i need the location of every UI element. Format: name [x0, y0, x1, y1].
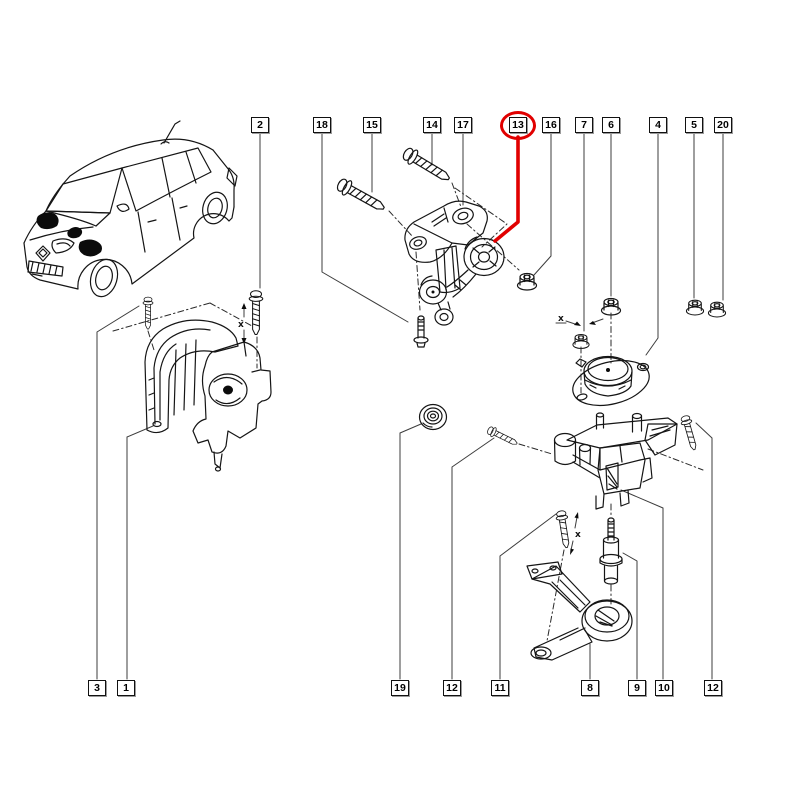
grommet-19-drawing — [418, 403, 448, 431]
engine-mount-locations — [36, 212, 102, 257]
leader-lines — [96, 133, 724, 680]
callout-5[interactable]: 5 — [685, 117, 703, 133]
nut-7-drawing — [572, 333, 590, 350]
bracket-10-drawing — [553, 412, 678, 510]
stud-18-drawing — [413, 315, 429, 348]
nut-5-drawing — [685, 299, 705, 316]
bracket-17-drawing — [404, 200, 488, 294]
dimension-x-lower: x — [570, 512, 581, 555]
callout-19[interactable]: 19 — [391, 680, 409, 696]
bolt-11-drawing — [555, 510, 570, 549]
damper-9-drawing — [599, 503, 623, 605]
vehicle-illustration — [23, 120, 238, 298]
nut-20-drawing — [707, 301, 727, 318]
right-engine-mount-assembly: x — [555, 297, 727, 407]
arm-8-drawing — [526, 561, 633, 661]
callout-7[interactable]: 7 — [575, 117, 593, 133]
callout-12-left[interactable]: 12 — [443, 680, 461, 696]
callout-1[interactable]: 1 — [117, 680, 135, 696]
nut-16-drawing — [516, 272, 538, 291]
bolt-15-drawing — [336, 178, 385, 210]
callout-17[interactable]: 17 — [454, 117, 472, 133]
renault-diamond-logo — [35, 245, 51, 262]
headlight — [51, 238, 75, 254]
callout-18[interactable]: 18 — [313, 117, 331, 133]
antenna — [163, 120, 181, 144]
callout-16[interactable]: 16 — [542, 117, 560, 133]
side-windows — [121, 147, 212, 212]
dimension-x-right: x — [555, 314, 604, 326]
bolt-3-drawing — [142, 296, 154, 330]
callout-2[interactable]: 2 — [251, 117, 269, 133]
dimension-label: x — [558, 314, 564, 324]
bolt-2-drawing — [248, 290, 264, 336]
bolt-12-left-drawing — [487, 426, 518, 445]
callout-15[interactable]: 15 — [363, 117, 381, 133]
mount-4-drawing — [572, 355, 650, 407]
callout-9[interactable]: 9 — [628, 680, 646, 696]
callout-4[interactable]: 4 — [649, 117, 667, 133]
callout-10[interactable]: 10 — [655, 680, 673, 696]
callout-11[interactable]: 11 — [491, 680, 509, 696]
rear-wheel — [202, 191, 228, 225]
left-mount-drawing — [144, 319, 272, 472]
dimension-x-left: x — [238, 303, 247, 344]
torque-rod-assembly — [336, 147, 538, 348]
highlight-leader-line — [493, 135, 520, 243]
callout-14[interactable]: 14 — [423, 117, 441, 133]
bolt-12-right-drawing — [680, 415, 697, 451]
callout-13[interactable]: 13 — [509, 117, 527, 133]
side-mirror — [116, 203, 130, 212]
lower-arm-assembly: x — [526, 503, 633, 661]
dimension-label: x — [238, 320, 244, 330]
bracket-10-assembly — [487, 412, 704, 510]
dimension-label: x — [575, 530, 581, 540]
callout-20[interactable]: 20 — [714, 117, 732, 133]
front-wheel — [89, 258, 119, 298]
callout-6[interactable]: 6 — [602, 117, 620, 133]
torque-rod-13-drawing — [418, 236, 505, 326]
callout-12-right[interactable]: 12 — [704, 680, 722, 696]
callout-3[interactable]: 3 — [88, 680, 106, 696]
bolt-14-drawing — [402, 147, 450, 181]
callout-8[interactable]: 8 — [581, 680, 599, 696]
left-engine-mount-assembly: x — [112, 290, 272, 472]
front-grille — [27, 260, 64, 277]
